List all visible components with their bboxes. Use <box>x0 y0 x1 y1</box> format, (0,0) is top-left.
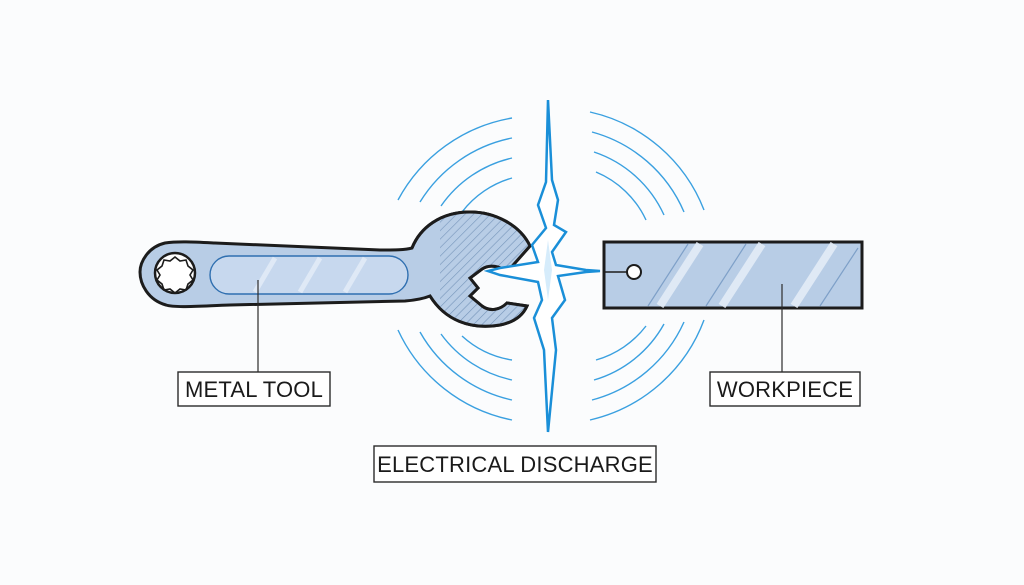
workpiece-label: WORKPIECE <box>709 371 861 407</box>
tool-label: METAL TOOL <box>177 371 331 407</box>
workpiece-label-text: WORKPIECE <box>717 377 853 402</box>
discharge-label-text: ELECTRICAL DISCHARGE <box>377 452 653 477</box>
field-waves-left <box>397 117 513 421</box>
wrench-icon <box>138 210 532 328</box>
metal-bar-icon <box>602 240 864 310</box>
field-waves-right <box>589 111 705 421</box>
discharge-label: ELECTRICAL DISCHARGE <box>373 445 657 483</box>
lightning-spark-icon <box>483 99 601 433</box>
tool-label-text: METAL TOOL <box>185 377 323 402</box>
